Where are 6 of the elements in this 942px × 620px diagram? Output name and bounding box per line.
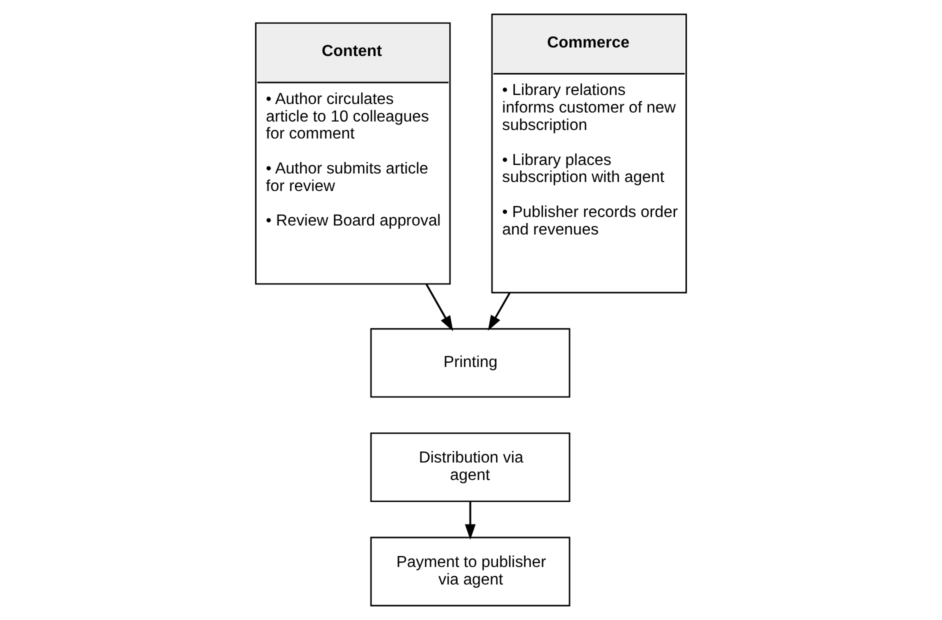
arrow [488,292,511,331]
node-box: Distribution via agent [370,432,570,502]
node-box: Payment to publisher via agent [370,536,570,606]
arrow [464,501,476,540]
node-box: Printing [370,328,570,398]
arrow [425,284,454,332]
